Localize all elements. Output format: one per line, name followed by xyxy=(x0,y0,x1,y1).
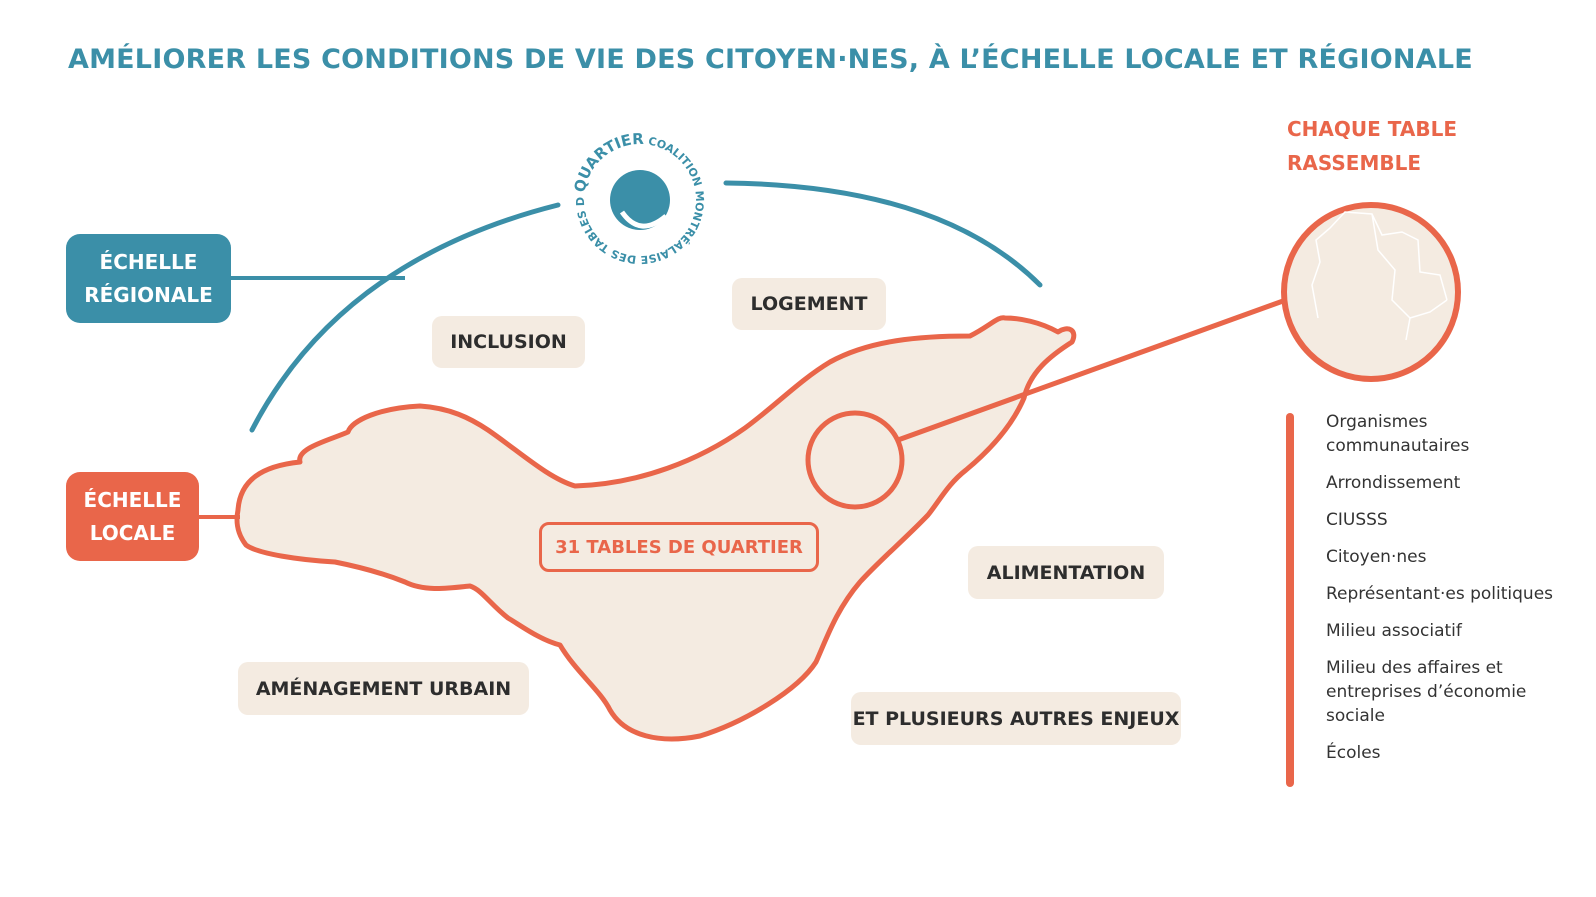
regional-arc-left xyxy=(249,202,561,433)
zoom-connector xyxy=(897,298,1284,443)
member-item: Milieu des affaires et entreprises d’éco… xyxy=(1326,658,1527,726)
theme-amenagement-urbain: AMÉNAGEMENT URBAIN xyxy=(238,662,529,715)
theme-inclusion: INCLUSION xyxy=(432,316,585,368)
theme-autres-enjeux: ET PLUSIEURS AUTRES ENJEUX xyxy=(851,692,1181,745)
logo-wave-icon xyxy=(619,210,668,229)
member-item: Citoyen·nes xyxy=(1326,547,1427,567)
members-list: Organismes communautaires Arrondissement… xyxy=(1326,410,1556,778)
regional-scale-line2: RÉGIONALE xyxy=(84,282,213,307)
page-title: AMÉLIORER LES CONDITIONS DE VIE DES CITO… xyxy=(68,44,1473,75)
member-item: Écoles xyxy=(1326,743,1381,763)
theme-logement: LOGEMENT xyxy=(732,278,886,330)
member-item: Milieu associatif xyxy=(1326,621,1462,641)
theme-alimentation: ALIMENTATION xyxy=(968,546,1164,599)
rassemble-line2: RASSEMBLE xyxy=(1287,151,1422,175)
zoom-map-lines xyxy=(1311,211,1448,341)
regional-scale-line1: ÉCHELLE xyxy=(99,249,198,274)
member-item: Représentant·es politiques xyxy=(1326,584,1554,604)
local-scale-box: ÉCHELLE LOCALE xyxy=(66,472,199,561)
zoom-target-circle xyxy=(1281,202,1461,382)
member-item: Arrondissement xyxy=(1326,473,1461,493)
zoom-source-circle xyxy=(805,410,905,510)
members-accent-bar xyxy=(1286,413,1294,787)
tables-count-label: 31 TABLES DE QUARTIER xyxy=(539,522,819,572)
local-scale-line2: LOCALE xyxy=(89,520,176,545)
rassemble-heading: CHAQUE TABLE RASSEMBLE xyxy=(1287,112,1457,180)
regional-scale-box: ÉCHELLE RÉGIONALE xyxy=(66,234,231,323)
rassemble-line1: CHAQUE TABLE xyxy=(1287,117,1457,141)
local-scale-line1: ÉCHELLE xyxy=(83,487,182,512)
member-item: Organismes communautaires xyxy=(1326,412,1470,456)
member-item: CIUSSS xyxy=(1326,510,1388,530)
regional-arc-right xyxy=(723,180,1043,288)
